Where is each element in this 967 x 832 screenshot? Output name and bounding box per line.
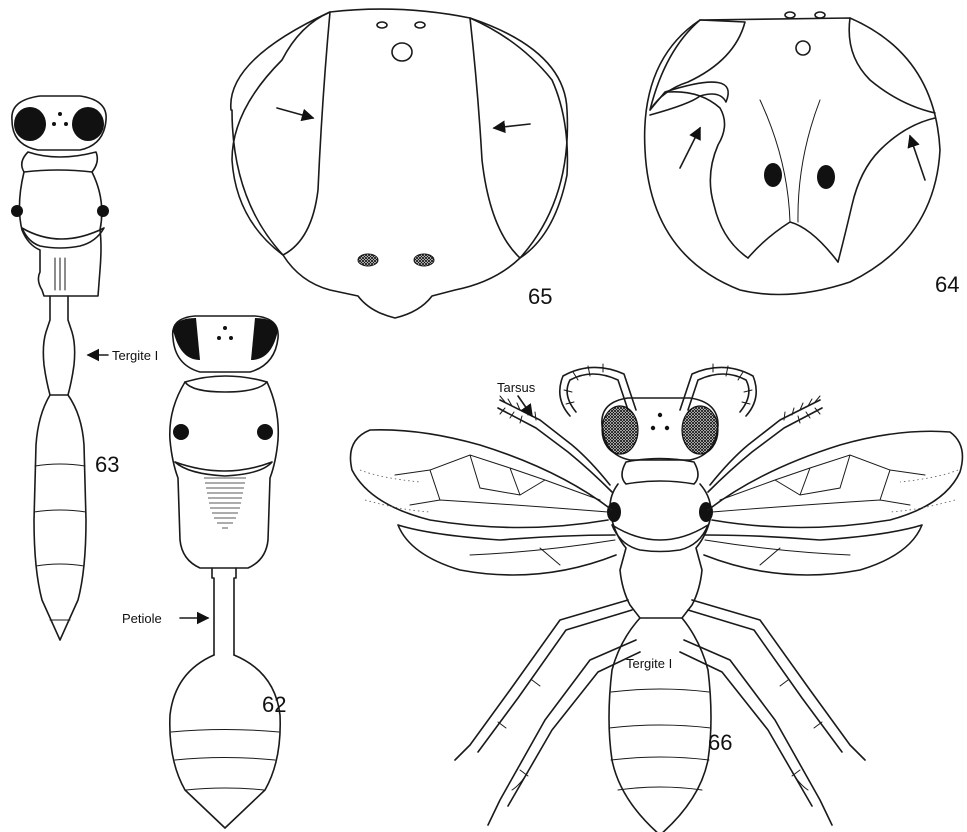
head-outline (231, 9, 568, 318)
hindwing-left-veins (470, 540, 615, 565)
scutellum (175, 462, 272, 476)
figure-number-66: 66 (708, 730, 732, 755)
mesosoma (170, 382, 278, 568)
hindleg-right (680, 640, 832, 825)
midleg-left (455, 600, 632, 760)
gaster (170, 655, 280, 828)
lateral-ocellus-left (377, 22, 387, 28)
forewing-right-fold (890, 470, 958, 512)
forewing-left (350, 430, 612, 528)
median-ocellus (392, 43, 412, 61)
lateral-ocellus-left (785, 12, 795, 18)
forewing-left-veins (395, 455, 608, 512)
figure-number-62: 62 (262, 692, 286, 717)
label-tergite-I: Tergite I (626, 656, 672, 671)
foreleg-right (708, 400, 822, 492)
arrow-left (277, 108, 313, 118)
tegula-right (699, 502, 713, 522)
ocellus (658, 413, 662, 417)
propodeum-carinae (55, 258, 65, 290)
ocellus (64, 122, 68, 126)
ocellus (229, 336, 233, 340)
foreleg-left (498, 400, 612, 492)
antenna-right-segments (713, 364, 752, 404)
ocellus (223, 326, 227, 330)
eye-left (602, 406, 638, 454)
tegula-left (607, 502, 621, 522)
forewing-left-fold (360, 470, 430, 512)
figure-number-65: 65 (528, 284, 552, 309)
antennal-socket-left (764, 163, 782, 187)
leg-segment-marks (498, 680, 822, 790)
figure-65-head-frontal: 65 (231, 9, 568, 318)
forewing-right-veins (712, 455, 925, 512)
pronotum (22, 152, 98, 172)
figure-66-whole-wasp: Tarsus Tergite I 66 (350, 364, 962, 832)
arrow-left (680, 128, 700, 168)
hindwing-right (704, 525, 922, 575)
antennal-socket-left (358, 254, 378, 266)
tergite-sutures (609, 689, 711, 790)
label-tergite-I: Tergite I (112, 348, 158, 363)
left-compound-eye (232, 12, 330, 255)
hindwing-left (398, 525, 616, 575)
ocellus (52, 122, 56, 126)
figure-63-dorsal-body: Tergite I 63 (11, 96, 158, 640)
antennal-socket-right (414, 254, 434, 266)
ocellus (665, 426, 669, 430)
tegula-left (173, 424, 189, 440)
eye-right (682, 406, 718, 454)
left-eye-inner (650, 20, 745, 110)
ocellus (651, 426, 655, 430)
right-eye-lower (838, 118, 935, 262)
arrow-right (910, 136, 925, 180)
figure-number-63: 63 (95, 452, 119, 477)
pronotum (185, 376, 267, 392)
facial-groove-left (760, 100, 790, 222)
scutellum (22, 228, 104, 248)
tergite-sutures (171, 730, 279, 791)
eye-left (14, 107, 46, 141)
pronotum (622, 459, 698, 485)
right-compound-eye (470, 18, 567, 258)
tegula-right (257, 424, 273, 440)
left-eye-lower (668, 92, 748, 258)
label-tarsus: Tarsus (497, 380, 536, 395)
tegula-right (97, 205, 109, 217)
label-petiole: Petiole (122, 611, 162, 626)
ocellus (217, 336, 221, 340)
facial-groove-right (798, 100, 820, 222)
median-ocellus (796, 41, 810, 55)
figure-number-64: 64 (935, 272, 959, 297)
petiole (212, 568, 236, 655)
clypeal-border (748, 222, 838, 262)
tegula-left (11, 205, 23, 217)
gaster (34, 395, 86, 640)
figure-62-dorsal-body: Petiole 62 (122, 316, 286, 828)
antennal-socket-right (817, 165, 835, 189)
left-compound-eye (650, 20, 728, 115)
figure-64-head-frontal: 64 (645, 12, 960, 297)
antenna-left-segments (564, 364, 603, 404)
petiole-tergite-I (43, 296, 74, 395)
hindwing-right-veins (705, 540, 850, 565)
head-outline (645, 18, 940, 295)
eye-right (72, 107, 104, 141)
ocellus (58, 112, 62, 116)
propodeum-sculpture (204, 478, 246, 528)
lateral-ocellus-right (815, 12, 825, 18)
right-compound-eye (849, 18, 935, 113)
hindleg-left (488, 640, 640, 825)
lateral-ocellus-right (415, 22, 425, 28)
arrow-right (494, 124, 530, 128)
